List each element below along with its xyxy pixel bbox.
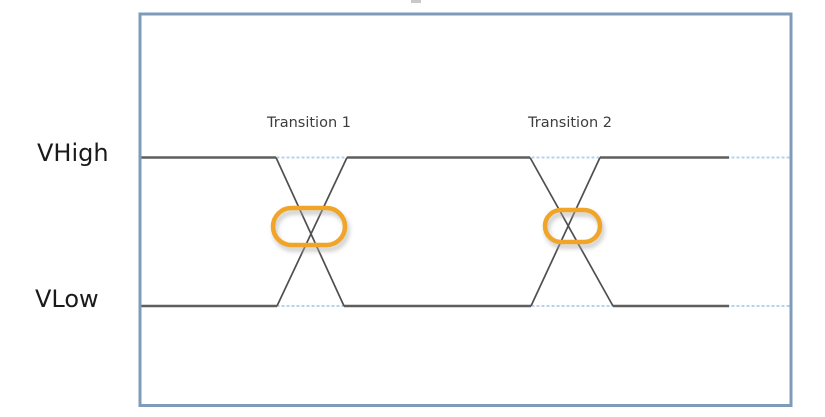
transition2-highlight-ring xyxy=(542,207,603,245)
plot-area-border xyxy=(138,12,793,407)
transition1-crossing-edges xyxy=(275,157,348,307)
vhigh-label: VHigh xyxy=(37,139,109,167)
transition1-highlight-ring xyxy=(270,205,348,248)
cropped-title-artifact xyxy=(411,0,421,3)
transition2-label: Transition 2 xyxy=(528,115,612,131)
transition2-crossing-edges xyxy=(529,157,614,307)
transition1-label: Transition 1 xyxy=(267,115,351,131)
vlow-label: VLow xyxy=(35,285,99,313)
